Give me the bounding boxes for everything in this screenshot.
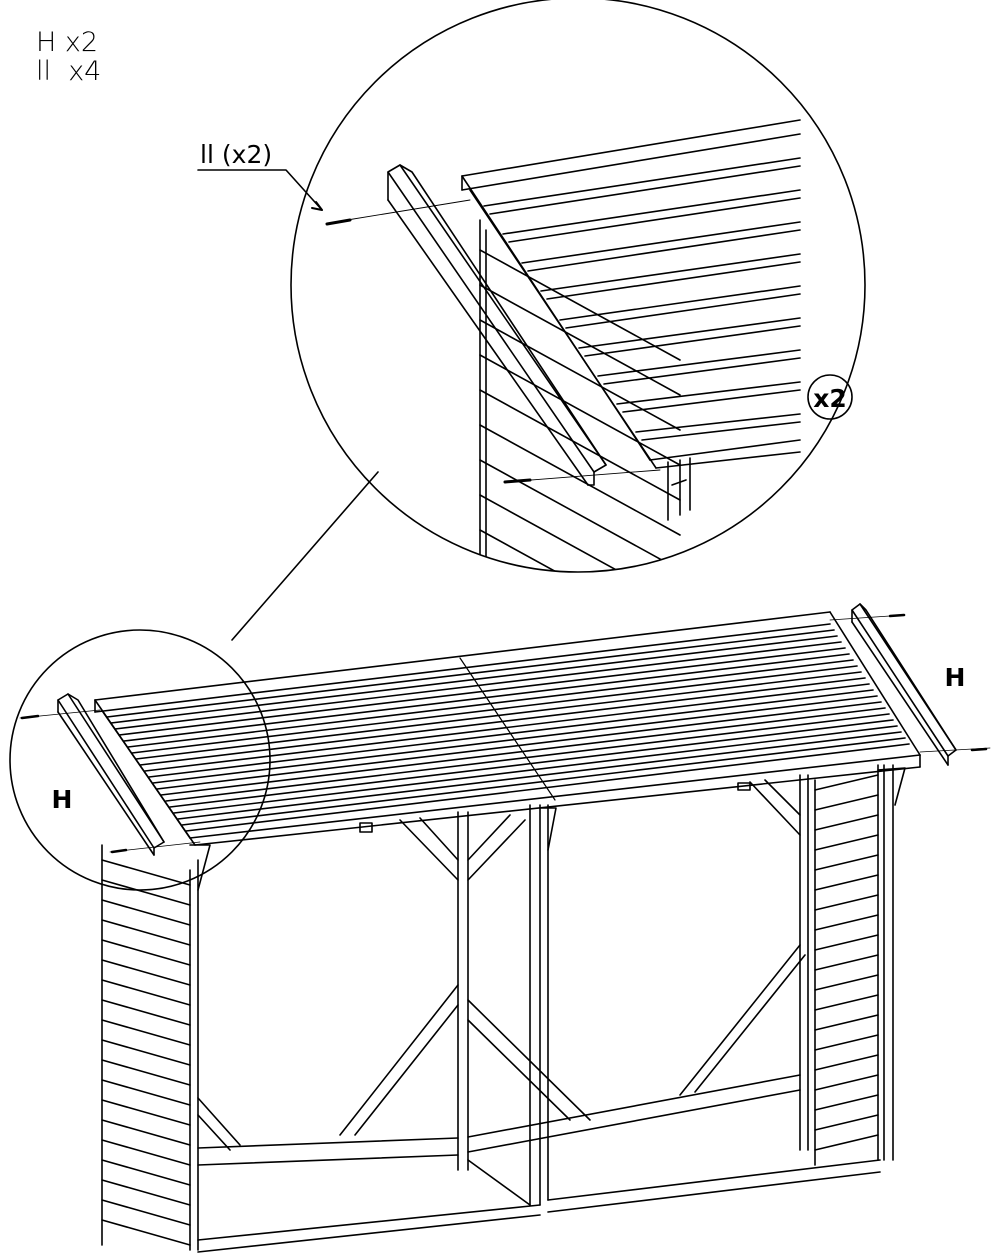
parts-list-row-h: H x2 [36,28,101,57]
callout-ll: ll (x2) [197,140,323,211]
right-fascia-label: H [945,663,966,692]
repeat-badge: x2 [807,374,853,420]
repeat-badge-label: x2 [813,384,847,413]
detail-leader-line [231,471,379,641]
right-wall [814,764,894,1166]
woodshed-assembly [19,603,991,1253]
bottom-rails [197,1074,881,1253]
part-qty-h: x2 [64,27,99,58]
left-fascia-label: H [52,785,73,814]
detail-wall-boards [479,219,681,572]
detail-post [667,457,691,521]
detail-roof-deck [461,119,801,469]
left-wall [101,844,199,1251]
left-fascia-board [57,693,165,856]
detail-view: ll (x2) x2 [197,0,866,573]
front-posts [457,774,809,1206]
main-roof [94,611,921,846]
detail-screw-axis-top [334,199,471,223]
callout-part: ll [200,140,214,169]
part-qty-ll: x4 [68,56,102,87]
highlight-circle [9,629,271,891]
parts-list-row-ll: ll x4 [36,57,101,86]
part-code-ll: ll [36,56,52,87]
parts-list: H x2 ll x4 [36,28,101,86]
svg-text:ll(x2): ll (x2) [200,140,272,169]
part-code-h: H [36,27,57,58]
detail-fascia-board [387,164,607,486]
screw-markers [20,613,988,854]
detail-circle [290,0,866,573]
cross-braces [197,779,806,1151]
screw-icon [325,218,532,484]
callout-qty: (x2) [222,140,272,169]
